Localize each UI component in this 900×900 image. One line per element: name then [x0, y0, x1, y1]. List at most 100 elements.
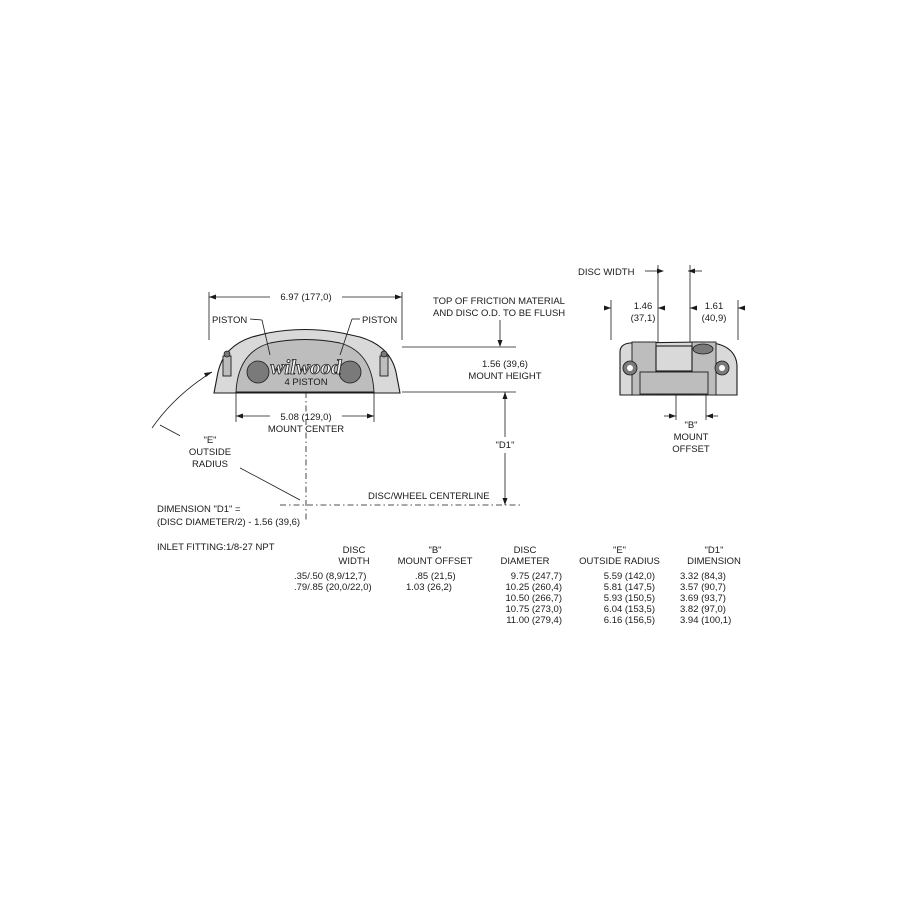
arrow-icon: [502, 392, 508, 399]
table-cell: .35/.50 (8,9/12,7): [294, 571, 367, 582]
table-cell: 5.59 (142,0): [603, 571, 655, 582]
arrow-icon: [658, 305, 665, 311]
piston-label-left: PISTON: [212, 315, 247, 326]
header-line1: DISC: [513, 545, 537, 556]
arrow-icon: [657, 268, 664, 274]
leader-line: [339, 318, 353, 356]
bleeder-hole: [627, 365, 633, 371]
table-cell: 3.32 (84,3): [680, 571, 726, 582]
arrow-icon: [395, 294, 402, 300]
bleeder-cap-right: [380, 350, 388, 358]
header-line2: WIDTH: [338, 556, 370, 567]
dim-left-value: 1.46: [634, 301, 653, 312]
side-view: 6.97 (177,0) wilwood 4 PISTON PISTON PIS…: [151, 289, 565, 520]
b-label-line2: MOUNT: [674, 432, 709, 443]
mount-center-value: 5.08 (129,0): [280, 412, 331, 423]
disc-width-label: DISC WIDTH: [578, 267, 635, 278]
b-label-line3: OFFSET: [672, 444, 710, 455]
e-label-line3: RADIUS: [192, 459, 228, 470]
arrow-icon: [706, 413, 713, 419]
table-cell: 11.00 (279,4): [506, 615, 562, 626]
arrow-icon: [688, 268, 695, 274]
table-header-disc-width: DISC WIDTH: [314, 545, 394, 567]
table-cell: 3.82 (97,0): [680, 604, 726, 615]
column-mount-offset: .85 (21,5) 1.03 (26,2): [406, 571, 476, 593]
table-cell: 5.81 (147,5): [603, 582, 655, 593]
table-cell: .79/.85 (20,0/22,0): [294, 582, 372, 593]
table-cell: 9.75 (247,7): [510, 571, 562, 582]
table-header-outside-radius: "E" OUTSIDE RADIUS: [572, 545, 667, 567]
header-line1: "E": [612, 545, 627, 556]
table-cell: 6.16 (156,5): [603, 615, 655, 626]
dim-right-metric: (40,9): [702, 313, 727, 324]
table-header-mount-offset: "B" MOUNT OFFSET: [390, 545, 480, 567]
arrow-icon: [236, 413, 243, 419]
column-disc-width: .35/.50 (8,9/12,7) .79/.85 (20,0/22,0): [294, 571, 404, 593]
friction-note-line2: AND DISC O.D. TO BE FLUSH: [433, 308, 565, 319]
spec-table: DISC WIDTH "B" MOUNT OFFSET DISC DIAMETE…: [280, 545, 750, 635]
table-cell: 10.50 (266,7): [505, 593, 562, 604]
notes: DIMENSION "D1" = (DISC DIAMETER/2) - 1.5…: [157, 504, 300, 553]
d1-label: "D1": [496, 440, 515, 451]
piston-bore-left: [246, 360, 270, 384]
bleeder-left: [222, 355, 232, 377]
e-label-line1: "E": [203, 435, 216, 446]
column-d1-dimension: 3.32 (84,3) 3.57 (90,7) 3.69 (93,7) 3.82…: [680, 571, 748, 626]
table-header-d1-dimension: "D1" DIMENSION: [678, 545, 750, 567]
table-cell: 3.94 (100,1): [680, 615, 732, 626]
leader-line: [261, 319, 271, 356]
dimension-note-line1: DIMENSION "D1" =: [157, 504, 241, 515]
header-line2: OUTSIDE RADIUS: [579, 556, 660, 567]
e-label-line2: OUTSIDE: [189, 447, 231, 458]
table-cell: 3.57 (90,7): [680, 582, 726, 593]
b-label-line1: "B": [684, 420, 697, 431]
header-line1: "D1": [704, 545, 724, 556]
table-cell: .85 (21,5): [415, 571, 456, 582]
header-line2: MOUNT OFFSET: [397, 556, 473, 567]
bleeder-cap-left: [223, 350, 231, 358]
header-line1: DISC: [342, 545, 366, 556]
arrow-icon: [209, 294, 216, 300]
header-line1: "B": [428, 545, 442, 556]
table-cell: 3.69 (93,7): [680, 593, 726, 604]
inlet-fitting-note: INLET FITTING:1/8-27 NPT: [157, 542, 275, 553]
bleeder-hole: [719, 365, 725, 371]
arrow-icon: [367, 413, 374, 419]
dimension-note-line2: (DISC DIAMETER/2) - 1.56 (39,6): [157, 517, 300, 528]
model-label: 4 PISTON: [284, 377, 327, 388]
mount-boss: [639, 371, 709, 395]
dim-right-value: 1.61: [705, 301, 724, 312]
arrow-icon: [204, 372, 212, 377]
outside-radius-arc: [151, 371, 213, 429]
table-cell: 10.25 (260,4): [505, 582, 562, 593]
leader-line: [249, 318, 263, 321]
column-disc-diameter: 9.75 (247,7) 10.25 (260,4) 10.50 (266,7)…: [492, 571, 562, 626]
arrow-icon: [497, 340, 503, 347]
piston-label-right: PISTON: [362, 315, 397, 326]
mount-height-value: 1.56 (39,6): [482, 359, 528, 370]
header-line2: DIAMETER: [500, 556, 550, 567]
centerline-label: DISC/WHEEL CENTERLINE: [368, 491, 490, 502]
mount-height-label: MOUNT HEIGHT: [468, 371, 541, 382]
friction-note-line1: TOP OF FRICTION MATERIAL: [433, 296, 565, 307]
arrow-icon: [669, 413, 676, 419]
arrow-icon: [738, 305, 745, 311]
bleeder-right: [379, 355, 389, 377]
arrow-icon: [502, 498, 508, 505]
overall-width-label: 6.97 (177,0): [280, 292, 331, 303]
table-cell: 5.93 (150,5): [603, 593, 655, 604]
bridge: [655, 345, 693, 372]
arrow-icon: [690, 305, 697, 311]
dim-left-metric: (37,1): [631, 313, 656, 324]
table-header-disc-diameter: DISC DIAMETER: [490, 545, 560, 567]
piston-bore-right: [338, 360, 362, 384]
end-view: DISC WIDTH 1.46 (37,1) 1.61 (40,9): [578, 265, 745, 455]
table-cell: 10.75 (273,0): [505, 604, 562, 615]
wilwood-logo: wilwood: [270, 355, 342, 379]
column-outside-radius: 5.59 (142,0) 5.81 (147,5) 5.93 (150,5) 6…: [580, 571, 655, 626]
inlet-port: [692, 343, 714, 355]
arrow-icon: [604, 305, 611, 311]
caliper-face: [235, 339, 375, 393]
table-cell: 6.04 (153,5): [603, 604, 655, 615]
